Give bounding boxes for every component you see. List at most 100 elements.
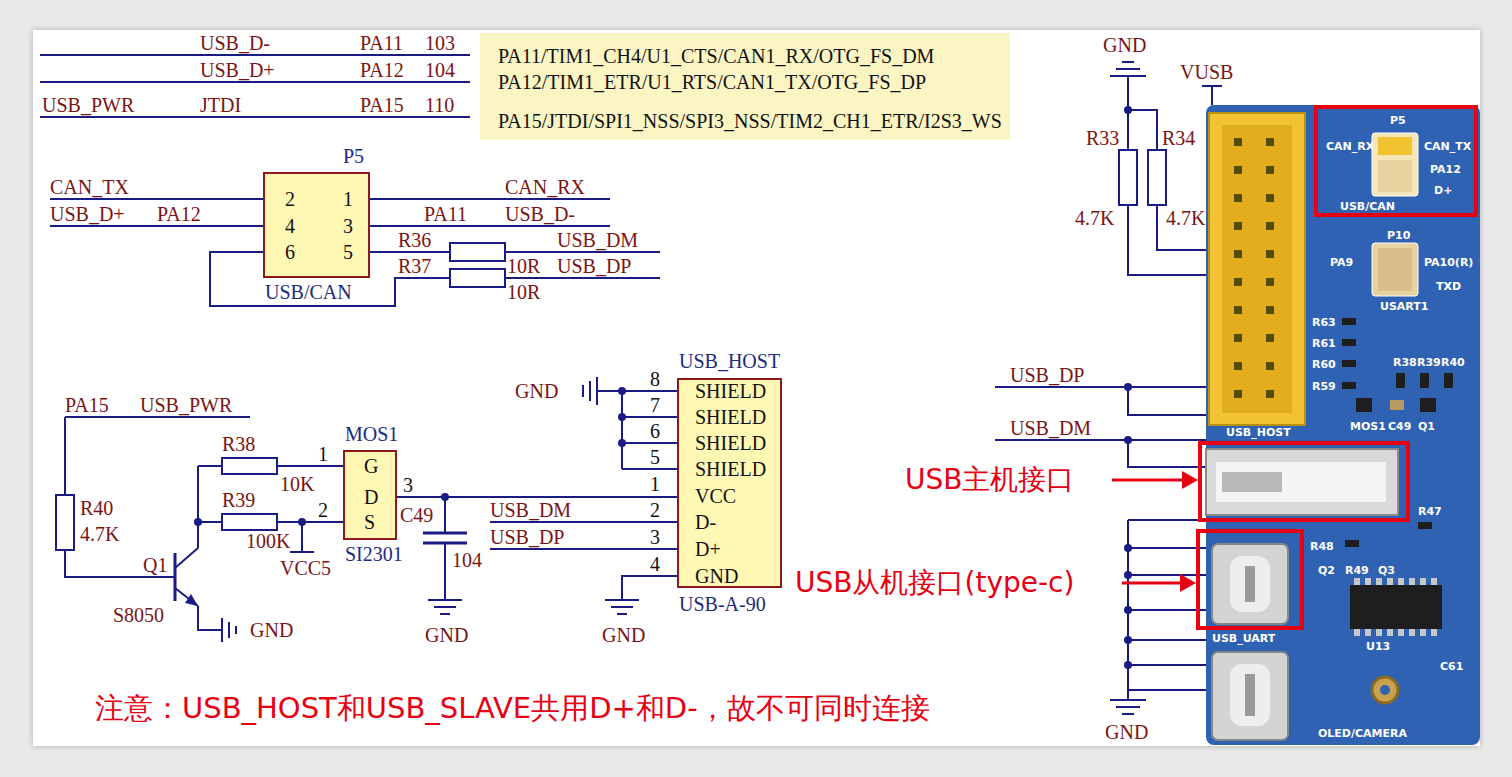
transistor-symbol xyxy=(174,553,177,601)
antenna-ring xyxy=(1380,685,1390,695)
pin-number: 3 xyxy=(650,527,660,547)
net-label: GND xyxy=(515,381,558,401)
resistor-symbol xyxy=(222,458,277,474)
pcb-board xyxy=(1206,105,1480,745)
junction-dot xyxy=(1124,544,1132,552)
mosfet-box: MOS1GDSSI2301 xyxy=(343,450,397,540)
part-label: USB_HOST xyxy=(679,351,780,371)
pin-name: SHIELD xyxy=(695,459,766,479)
silkscreen-text: CAN_TX xyxy=(1424,140,1471,153)
pin-name: SHIELD xyxy=(695,407,766,427)
net-label: GND xyxy=(602,625,645,645)
net-label: PA11 xyxy=(360,33,403,53)
resistor-symbol xyxy=(450,269,505,287)
silkscreen-text: PA9 xyxy=(1330,256,1353,269)
smd-part xyxy=(1356,398,1372,412)
resistor-symbol xyxy=(1148,150,1166,205)
junction-dot xyxy=(618,413,626,421)
usb-a-socket xyxy=(1206,449,1398,515)
part-label: SI2301 xyxy=(345,544,403,564)
silkscreen-text: R38 xyxy=(1393,356,1417,369)
pin-name: PA12/TIM1_ETR/U1_RTS/CAN1_TX/OTG_FS_DP xyxy=(498,72,926,92)
net-label: USB_DM xyxy=(490,500,571,520)
net-label: Q1 xyxy=(143,555,167,575)
net-label: R33 xyxy=(1086,128,1119,148)
resistor-symbol xyxy=(1119,150,1137,205)
net-label: GND xyxy=(1105,722,1148,742)
junction-dot xyxy=(1124,571,1132,579)
pin-name: SHIELD xyxy=(695,381,766,401)
pin-header xyxy=(1222,125,1292,413)
silkscreen-text: USB_HOST xyxy=(1226,426,1291,439)
type-c-socket xyxy=(1230,664,1270,726)
pin-number: 4 xyxy=(650,554,660,574)
pin-name: 6 xyxy=(285,242,295,262)
net-label: 4.7K xyxy=(1166,208,1205,228)
wire xyxy=(40,55,1212,700)
type-c-tongue xyxy=(1245,674,1255,716)
ground-symbol xyxy=(222,62,1146,714)
pin-name: GND xyxy=(695,566,738,586)
callout-arrows xyxy=(1112,471,1198,592)
net-label: CAN_RX xyxy=(505,177,585,197)
net-label: 100K xyxy=(246,531,290,551)
pin-number: 8 xyxy=(650,369,660,389)
type-c-tongue xyxy=(1245,566,1255,602)
pin-number: 7 xyxy=(650,395,660,415)
net-label: USB_D+ xyxy=(200,60,275,80)
silkscreen-text: USB_UART xyxy=(1212,632,1275,645)
jumper-cap xyxy=(1378,160,1412,192)
net-label: R34 xyxy=(1162,128,1195,148)
part-label: USB-A-90 xyxy=(679,594,766,614)
capacitor-symbol xyxy=(423,533,467,543)
usb-a-socket xyxy=(1216,462,1386,502)
type-c-socket xyxy=(1230,556,1270,612)
callout-arrow xyxy=(1112,479,1186,482)
net-label: USB_DP xyxy=(490,527,564,547)
net-label: USB_DM xyxy=(1010,418,1091,438)
junction-dot xyxy=(194,518,202,526)
silkscreen-text: Q3 xyxy=(1378,564,1395,577)
board-photo xyxy=(1206,105,1480,745)
silkscreen-text: Q2 xyxy=(1318,564,1335,577)
callout-arrow xyxy=(1122,582,1184,585)
part-label: USB/CAN xyxy=(265,282,352,302)
junction-dot xyxy=(1124,383,1132,391)
silkscreen-text: TXD xyxy=(1436,280,1461,293)
net-label: R39 xyxy=(222,490,255,510)
callout-text: USB从机接口(type-c) xyxy=(795,566,1074,600)
connector-box: P5214365USB/CAN xyxy=(263,172,370,278)
highlight-box xyxy=(1200,443,1408,520)
silkscreen-text: R47 xyxy=(1418,505,1442,518)
net-label: 104 xyxy=(452,550,482,570)
antenna-ring xyxy=(1372,677,1398,703)
pin-name: D xyxy=(364,487,378,507)
jumper-cap xyxy=(1378,248,1412,291)
silkscreen-text: R60 xyxy=(1312,358,1336,371)
net-label: 4.7K xyxy=(80,524,119,544)
pin-number: 2 xyxy=(650,500,660,520)
smd-part xyxy=(1396,373,1405,388)
net-label: USB_PWR xyxy=(42,95,134,115)
silkscreen-text: Q1 xyxy=(1418,420,1435,433)
net-label: PA15 xyxy=(65,395,109,415)
pin-name: 5 xyxy=(343,242,353,262)
highlight-box xyxy=(1198,531,1302,628)
net-label: USB_DP xyxy=(557,256,631,276)
silkscreen-text: R48 xyxy=(1310,540,1334,553)
wires xyxy=(40,55,1222,714)
silkscreen-text: R59 xyxy=(1312,380,1336,393)
smd-part xyxy=(1420,373,1429,388)
pin-description-box: PA11/TIM1_CH4/U1_CTS/CAN1_RX/OTG_FS_DMPA… xyxy=(480,33,1010,140)
type-c-socket xyxy=(1212,652,1288,740)
resistor-symbols xyxy=(56,150,1166,550)
smd-part xyxy=(1342,339,1356,346)
callout-text: USB主机接口 xyxy=(905,463,1074,497)
silkscreen-text: C61 xyxy=(1440,660,1463,673)
net-label: 110 xyxy=(425,95,454,115)
junction-dot xyxy=(1124,661,1132,669)
pin-name: 1 xyxy=(343,189,353,209)
net-label: 4.7K xyxy=(1075,208,1114,228)
